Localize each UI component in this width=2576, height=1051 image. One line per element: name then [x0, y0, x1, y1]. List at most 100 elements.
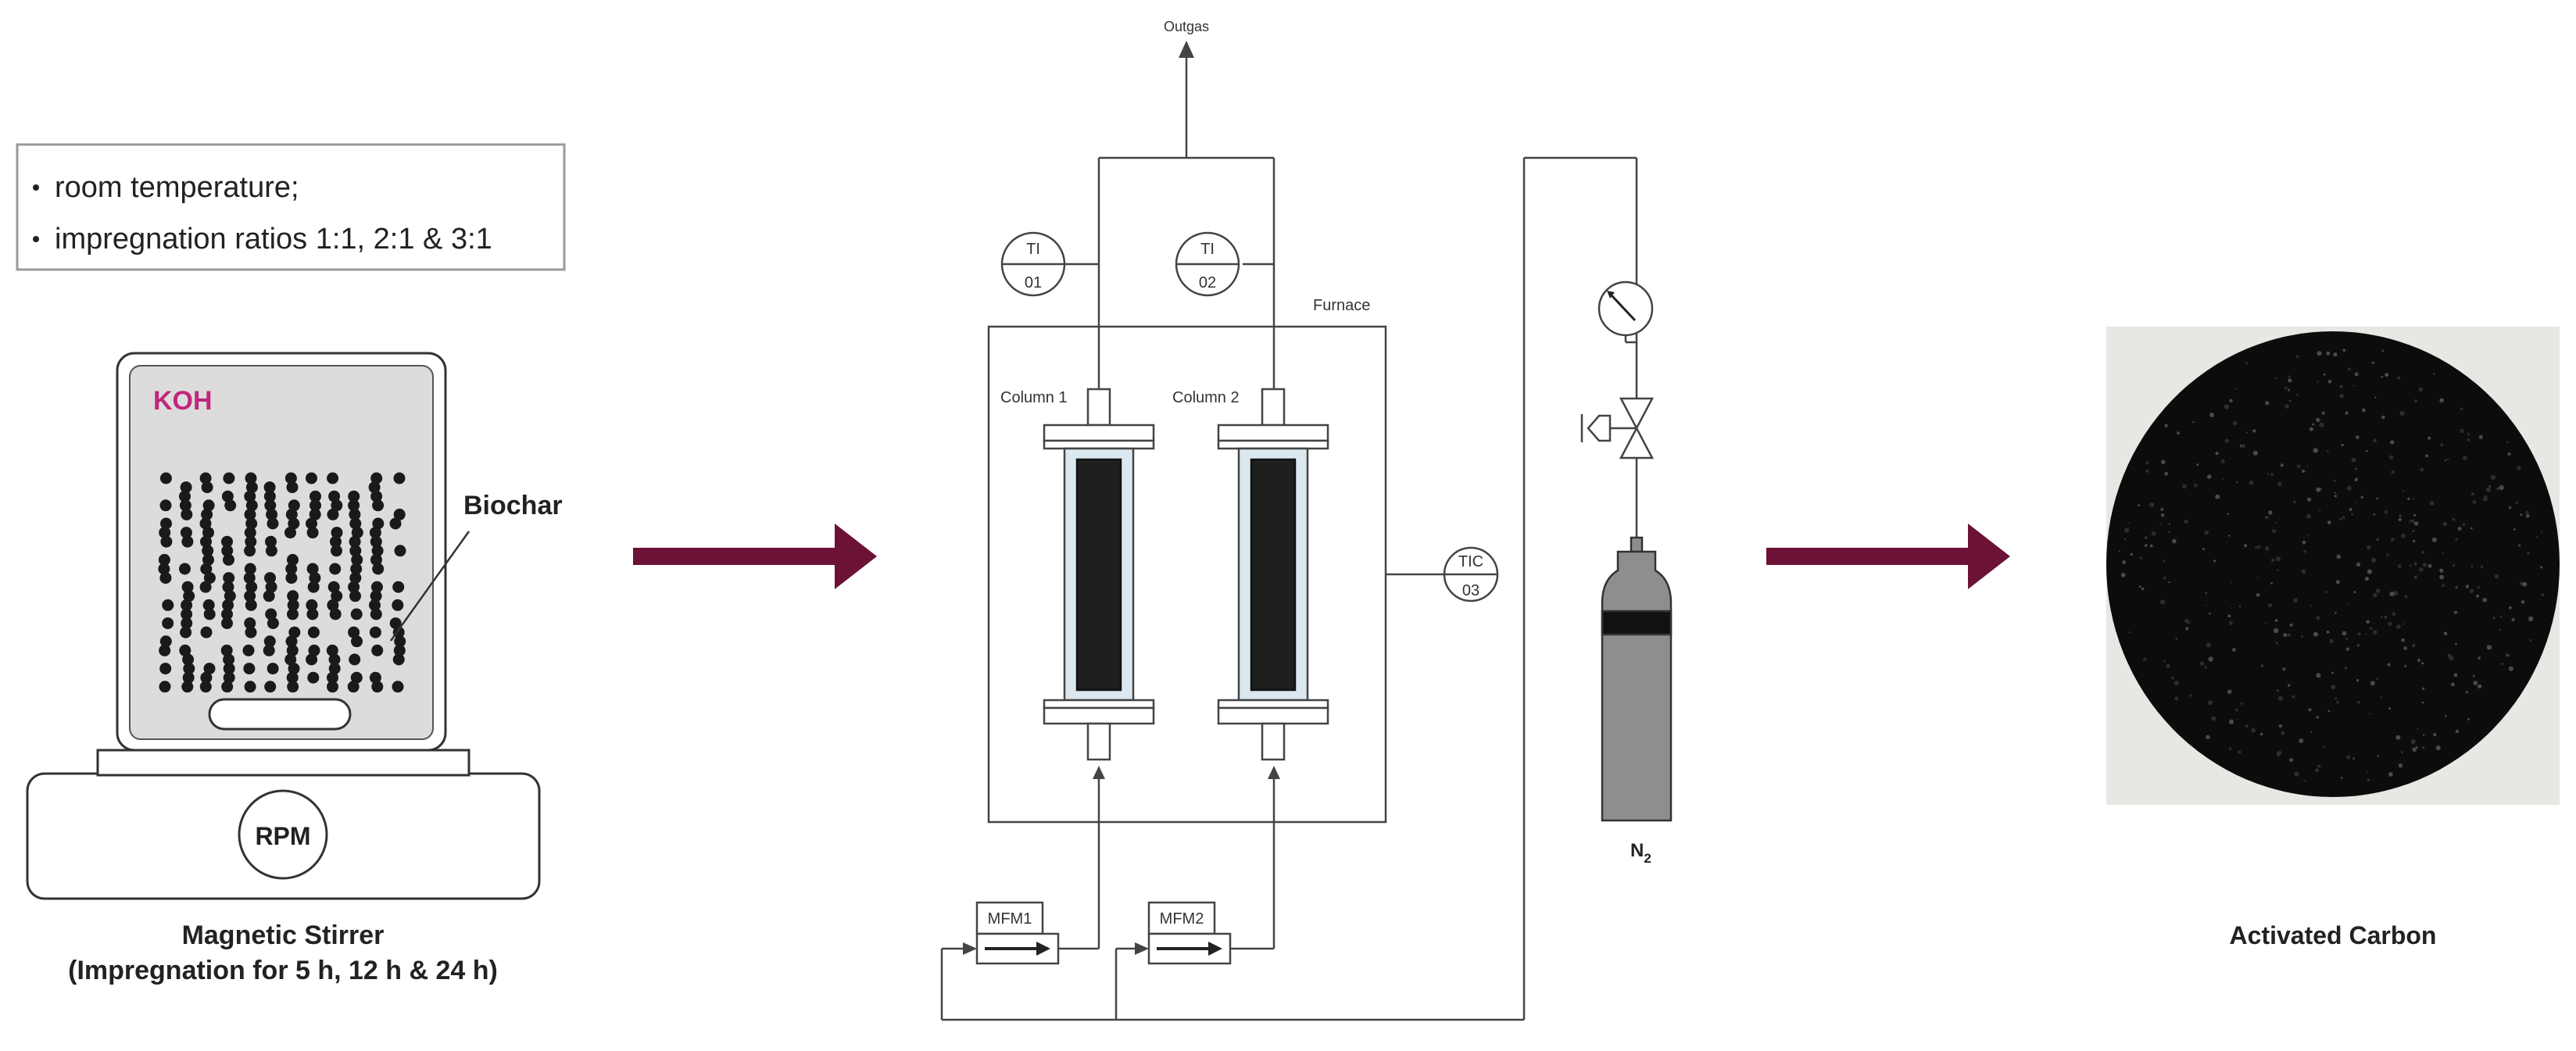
biochar-particle [286, 644, 299, 656]
carbon-speckle [2324, 591, 2327, 594]
carbon-speckle [2477, 586, 2480, 589]
stirrer-title: Magnetic Stirrer [182, 921, 385, 950]
carbon-speckle [2224, 438, 2229, 443]
carbon-speckle [2327, 710, 2331, 713]
biochar-particle [372, 499, 385, 512]
carbon-speckle [2362, 408, 2366, 413]
carbon-speckle [2506, 441, 2509, 443]
n2-cylinder [1601, 536, 1673, 822]
carbon-speckle [2232, 648, 2236, 652]
outgas-label: Outgas [1164, 19, 1209, 34]
biochar-particle [287, 553, 299, 566]
carbon-speckle [2316, 673, 2321, 678]
carbon-speckle [2356, 562, 2361, 567]
carbon-speckle [2281, 731, 2285, 735]
ti-02-tag: TI [1200, 241, 1215, 258]
carbon-speckle [2520, 513, 2523, 517]
biochar-particle [162, 617, 174, 630]
carbon-speckle [2412, 497, 2415, 500]
biochar-particle [349, 517, 362, 530]
carbon-speckle [2388, 455, 2394, 459]
biochar-particle [394, 545, 406, 557]
carbon-speckle [2467, 432, 2470, 436]
biochar-leader-line [389, 531, 470, 642]
biochar-particle [266, 508, 278, 520]
biochar-particle [183, 590, 195, 602]
carbon-speckle [2145, 461, 2149, 465]
carbon-speckle [2432, 372, 2435, 375]
carbon-speckle [2528, 616, 2534, 621]
biochar-particle [201, 481, 213, 494]
carbon-speckle [2171, 676, 2174, 680]
carbon-speckle [2335, 580, 2340, 584]
biochar-particle [265, 545, 277, 557]
biochar-particle [309, 508, 321, 520]
biochar-particle [392, 599, 404, 611]
carbon-speckle [2441, 584, 2445, 588]
carbon-speckle [2275, 642, 2278, 645]
biochar-particle [245, 499, 258, 512]
carbon-speckle [2316, 417, 2320, 423]
carbon-speckle [2465, 691, 2469, 694]
carbon-speckle [2315, 768, 2320, 773]
carbon-speckle [2422, 687, 2425, 690]
biochar-particle [348, 626, 360, 638]
carbon-speckle [2525, 514, 2530, 518]
carbon-speckle [2221, 478, 2224, 481]
carbon-speckle [2518, 544, 2521, 547]
biochar-particle [263, 490, 276, 502]
n2-subscript: 2 [1644, 851, 1651, 866]
biochar-particle [349, 590, 361, 602]
biochar-particle [162, 599, 174, 611]
carbon-speckle [2139, 556, 2143, 559]
carbon-speckle [2407, 497, 2410, 501]
carbon-speckle [2182, 484, 2187, 489]
carbon-speckle [2124, 527, 2130, 533]
biochar-particle [264, 499, 277, 512]
carbon-speckle [2494, 574, 2499, 579]
biochar-particle [200, 563, 213, 575]
biochar-particle [350, 608, 363, 620]
biochar-particle [159, 572, 172, 584]
carbon-speckle [2455, 586, 2458, 589]
carbon-speckle [2322, 745, 2325, 749]
biochar-particle [244, 508, 256, 520]
carbon-speckle [2364, 577, 2369, 581]
carbon-speckle [2388, 772, 2393, 777]
carbon-speckle [2373, 630, 2377, 635]
biochar-particle [306, 653, 318, 666]
biochar-particle [372, 563, 385, 575]
biochar-particle [181, 508, 193, 520]
carbon-speckle [2369, 627, 2373, 631]
carbon-speckle [2423, 734, 2425, 736]
biochar-particle [181, 599, 193, 611]
biochar-particle [307, 671, 320, 684]
carbon-speckle [2334, 612, 2337, 614]
carbon-speckle [2376, 538, 2380, 542]
carbon-speckle [2119, 550, 2121, 552]
carbon-speckle [2303, 549, 2307, 553]
carbon-speckle [2499, 615, 2503, 618]
carbon-speckle [2313, 631, 2318, 637]
carbon-speckle [2467, 438, 2470, 441]
carbon-speckle [2519, 581, 2523, 585]
carbon-speckle [2390, 538, 2395, 542]
biochar-particle [371, 644, 384, 656]
biochar-particle [306, 563, 319, 575]
carbon-speckle [2402, 623, 2405, 625]
biochar-particle [329, 608, 342, 620]
biochar-particle [267, 517, 279, 530]
biochar-particle [180, 626, 192, 638]
carbon-speckle [2302, 540, 2306, 545]
biochar-particle [245, 581, 258, 593]
biochar-particle [159, 527, 171, 539]
activated-carbon-photo [2106, 327, 2560, 805]
carbon-speckle [2428, 436, 2431, 440]
carbon-speckle [2149, 544, 2153, 548]
biochar-particle [202, 599, 215, 611]
biochar-particle [224, 590, 236, 602]
biochar-particle [203, 663, 216, 675]
carbon-speckle [2174, 680, 2180, 686]
biochar-particle [370, 535, 382, 548]
